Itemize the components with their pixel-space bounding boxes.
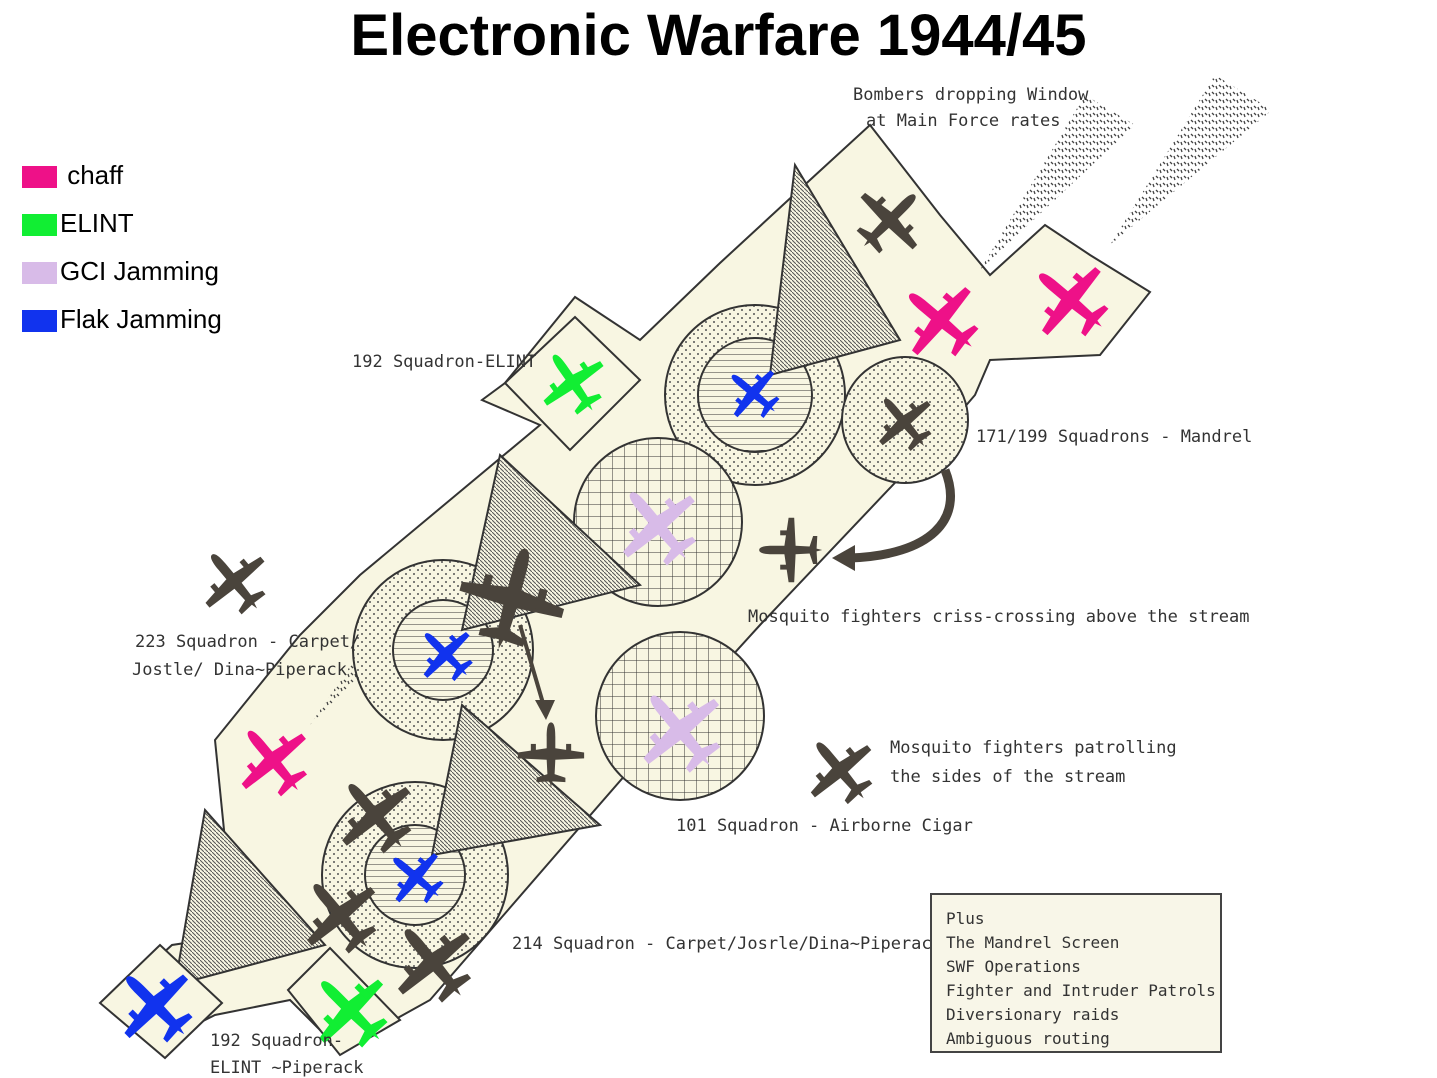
- label-192-squadron-elint: 192 Squadron-ELINT: [352, 352, 536, 372]
- label-214-squadron: 214 Squadron - Carpet/Josrle/Dina~Pipera…: [512, 934, 942, 954]
- legend-label: Flak Jamming: [60, 304, 222, 334]
- plus-item: SWF Operations: [946, 957, 1081, 976]
- label-bombers-window-rates: at Main Force rates: [866, 111, 1060, 131]
- jamming-beam: [430, 703, 603, 857]
- page-title: Electronic Warfare 1944/45: [350, 3, 1087, 68]
- legend-label: ELINT: [60, 208, 134, 238]
- label-bombers-window: Bombers dropping Window: [853, 85, 1089, 105]
- jamming-beam: [768, 161, 902, 377]
- arrowhead: [535, 700, 555, 720]
- gci-jamming-zone: [595, 631, 765, 801]
- arrow: [518, 624, 547, 711]
- arrowhead: [832, 545, 855, 571]
- plus-item: The Mandrel Screen: [946, 933, 1120, 952]
- label-192-squadron-bottom: 192 Squadron-: [210, 1031, 343, 1051]
- legend-swatch-chaff: [22, 166, 57, 188]
- plus-heading: Plus: [946, 909, 985, 928]
- jamming-beam: [173, 807, 327, 987]
- plus-item: Diversionary raids: [946, 1005, 1120, 1024]
- plus-item: Ambiguous routing: [946, 1029, 1110, 1048]
- legend-swatch-gci-jamming: [22, 262, 57, 284]
- plus-box: Plus The Mandrel Screen SWF Operations F…: [930, 893, 1222, 1053]
- window-stream: [980, 95, 1135, 270]
- window-stream: [1110, 75, 1272, 245]
- mosquito-icon: [184, 531, 285, 632]
- legend-swatch-elint: [22, 214, 57, 236]
- plus-item: Fighter and Intruder Patrols: [946, 981, 1216, 1000]
- label-192-squadron-bottom-line2: ELINT ~Piperack: [210, 1058, 364, 1078]
- label-mosquito-patrolling-line2: the sides of the stream: [890, 767, 1125, 787]
- label-mosquito-patrolling: Mosquito fighters patrolling: [890, 738, 1177, 758]
- mosquito-icon: [789, 719, 892, 822]
- legend-label: chaff: [60, 160, 124, 190]
- label-223-squadron: 223 Squadron - Carpet/: [135, 632, 360, 652]
- legend-swatch-flak-jamming: [22, 310, 57, 332]
- legend-label: GCI Jamming: [60, 256, 219, 286]
- label-171-199-squadrons: 171/199 Squadrons - Mandrel: [976, 427, 1252, 447]
- label-mosquito-criss-crossing: Mosquito fighters criss-crossing above t…: [748, 607, 1250, 627]
- curved-arrow: [849, 468, 955, 563]
- label-223-squadron-line2: Jostle/ Dina~Piperack: [132, 660, 347, 680]
- label-101-squadron: 101 Squadron - Airborne Cigar: [676, 816, 973, 836]
